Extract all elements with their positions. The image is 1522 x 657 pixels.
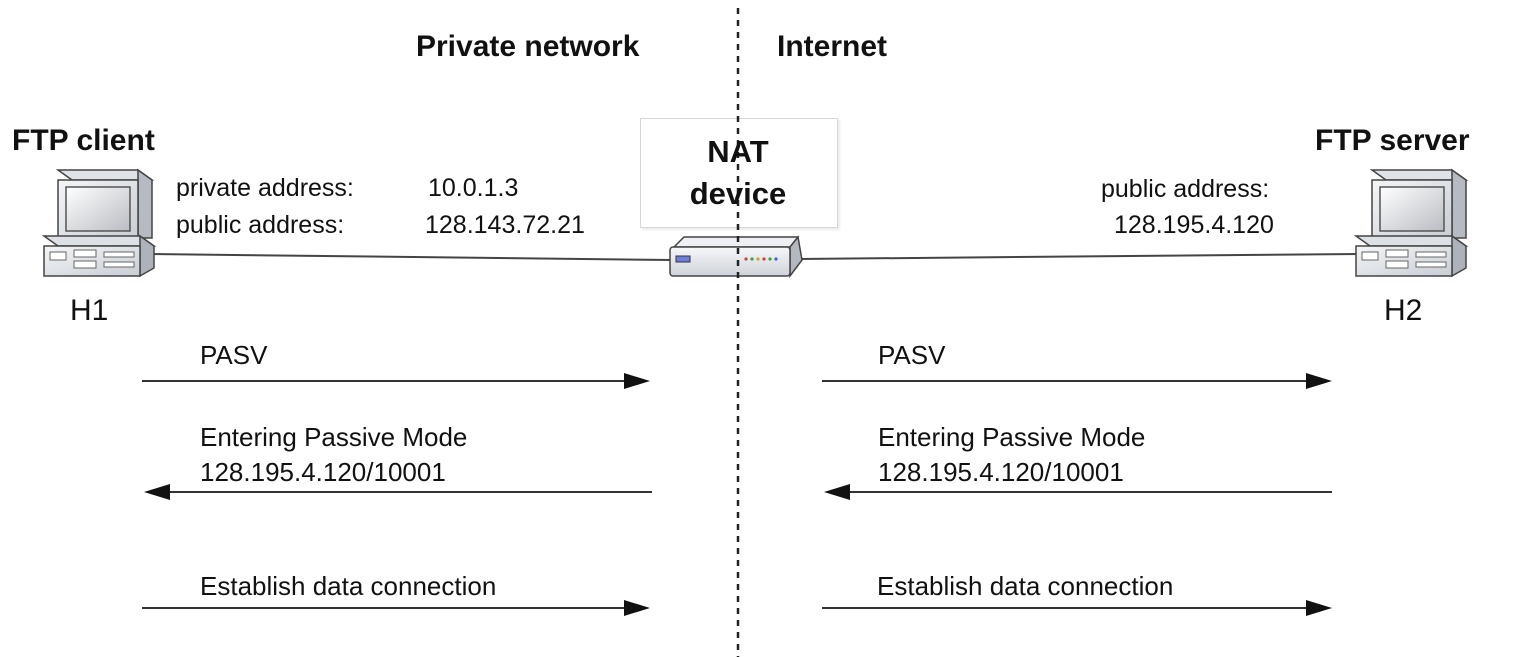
nat-device-label-box (640, 118, 838, 228)
nat-title-line2: device (689, 176, 787, 211)
client-private-address-label: private address: (176, 174, 354, 202)
right-data-connection-label: Establish data connection (877, 571, 1174, 601)
right-passive-mode-label: Entering Passive Mode (878, 422, 1146, 452)
left-pasv-label: PASV (200, 340, 268, 370)
client-computer-icon (41, 168, 157, 278)
right-arrows (822, 373, 1332, 616)
nat-title-line1: NAT (707, 134, 769, 169)
right-passive-mode-address: 128.195.4.120/10001 (878, 457, 1124, 487)
client-nat-link (149, 253, 673, 261)
right-pasv-label: PASV (878, 340, 946, 370)
server-public-address-label: public address: (1101, 175, 1270, 203)
left-passive-mode-label: Entering Passive Mode (200, 422, 468, 452)
client-public-address-value: 128.143.72.21 (425, 211, 585, 239)
internet-label: Internet (777, 30, 888, 63)
server-public-address-value: 128.195.4.120 (1114, 211, 1274, 239)
left-arrows (142, 373, 652, 616)
client-public-address-label: public address: (176, 211, 345, 239)
left-data-connection-label: Establish data connection (200, 571, 497, 601)
client-private-address-value: 10.0.1.3 (428, 174, 519, 202)
server-computer-icon (1353, 168, 1469, 278)
nat-server-link (797, 253, 1361, 260)
host-h2-label: H2 (1384, 294, 1423, 327)
private-network-label: Private network (416, 30, 640, 63)
left-passive-mode-address: 128.195.4.120/10001 (200, 457, 446, 487)
host-h1-label: H1 (70, 294, 109, 327)
ftp-server-label: FTP server (1315, 124, 1470, 157)
nat-router-icon (669, 235, 803, 279)
ftp-client-label: FTP client (12, 124, 155, 157)
